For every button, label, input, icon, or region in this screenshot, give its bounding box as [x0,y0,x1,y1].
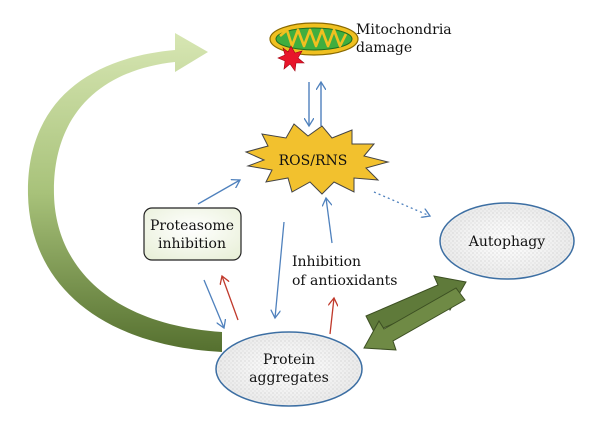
mitochondria-label-line1: Mitochondria [356,22,452,38]
proteasome-inhibition-box [143,207,242,261]
aggregates-to-proteasome-red-arrow [222,276,239,321]
antioxidants-label-line2: of antioxidants [292,273,397,289]
proteasome-label-line1: Proteasome [150,218,234,234]
autophagy-label: Autophagy [468,234,545,250]
autophagy-texture [442,205,572,277]
protein-aggregates-texture [218,334,360,404]
ros-rns-label: ROS/RNS [279,153,348,169]
ros-rns-burst [244,123,390,195]
antioxidants-label-line1: Inhibition [292,254,361,270]
ros-to-autophagy-dotted-arrow [373,191,430,216]
proteasome-label-line2: inhibition [158,236,226,252]
antioxidants-to-ros-arrow [326,198,333,244]
aggregates-label-line1: Protein [263,352,315,368]
feedback-curved-arrow [27,33,223,352]
proteasome-to-ros-arrow [197,180,240,205]
mitochondria-icon [269,22,359,56]
aggregates-label-line2: aggregates [249,370,329,386]
aggregates-to-antioxidants-red-arrow [330,298,334,335]
autophagy-to-aggregates-block-arrow [363,287,466,351]
mitochondria-label-line2: damage [356,40,412,56]
ros-to-aggregates-arrow [275,221,285,318]
proteasome-to-aggregates-arrow [203,279,224,328]
damage-star-icon [277,45,305,72]
